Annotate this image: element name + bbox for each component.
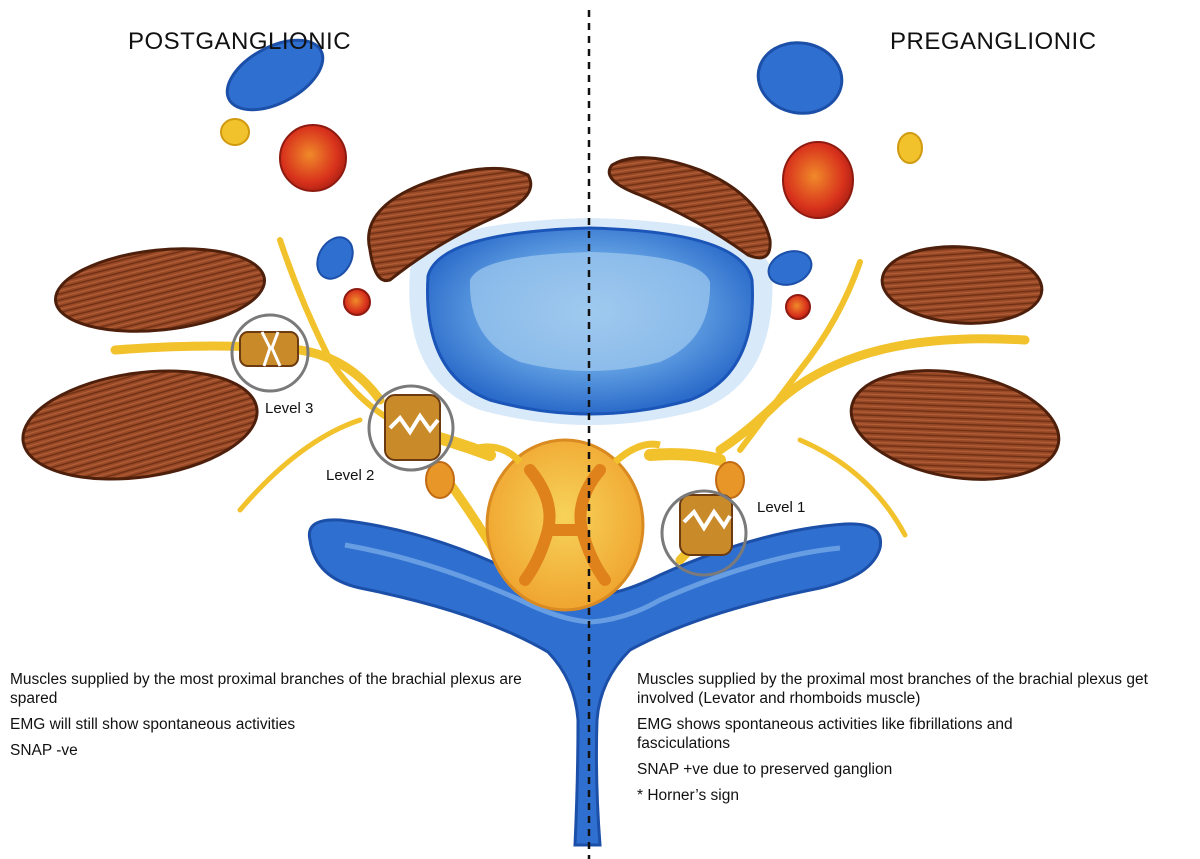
note-left-3: SNAP -ve bbox=[10, 741, 550, 760]
label-level-3: Level 3 bbox=[265, 400, 313, 417]
vertebral-body bbox=[409, 218, 772, 425]
note-left-1: Muscles supplied by the most proximal br… bbox=[10, 670, 550, 708]
spinal-cord bbox=[487, 440, 643, 610]
note-right-3: SNAP +ve due to preserved ganglion bbox=[637, 760, 1197, 779]
note-right-1: Muscles supplied by the proximal most br… bbox=[637, 670, 1197, 708]
note-right-4: * Horner’s sign bbox=[637, 786, 1197, 805]
note-right-2: EMG shows spontaneous activities like fi… bbox=[637, 715, 1067, 753]
lesion-level-3 bbox=[232, 315, 308, 391]
note-left-2: EMG will still show spontaneous activiti… bbox=[10, 715, 550, 734]
label-level-1: Level 1 bbox=[757, 499, 805, 516]
notes-preganglionic: Muscles supplied by the proximal most br… bbox=[637, 670, 1197, 812]
heading-postganglionic: POSTGANGLIONIC bbox=[128, 28, 351, 56]
heading-preganglionic: PREGANGLIONIC bbox=[890, 28, 1097, 56]
label-level-2: Level 2 bbox=[326, 467, 374, 484]
notes-postganglionic: Muscles supplied by the most proximal br… bbox=[10, 670, 550, 767]
lesion-level-2 bbox=[369, 386, 453, 470]
